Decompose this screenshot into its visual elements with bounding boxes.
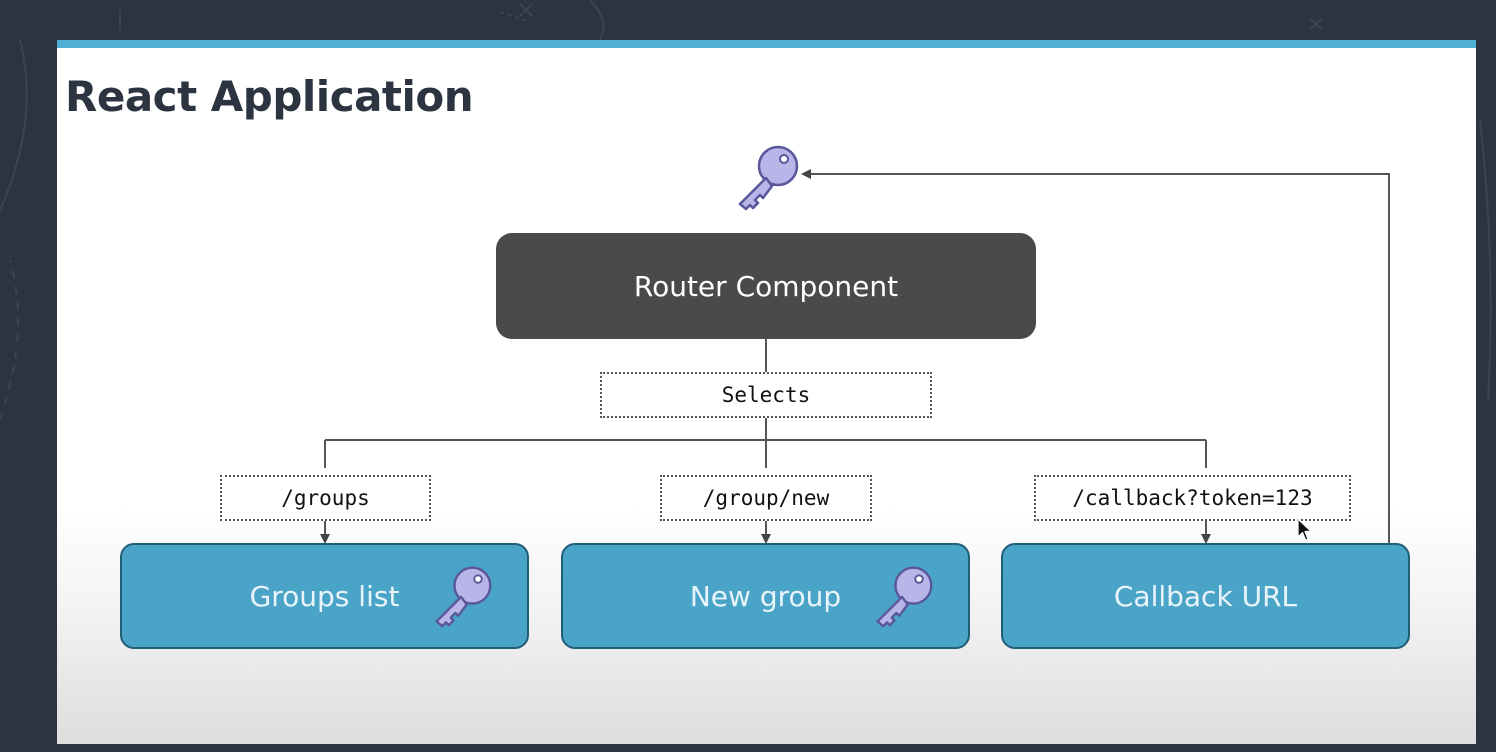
route-path-callback: /callback?token=123 <box>1034 475 1351 521</box>
selects-label-box: Selects <box>600 372 932 418</box>
selects-label: Selects <box>721 383 811 407</box>
router-component-box: Router Component <box>496 233 1036 339</box>
diagram-connectors <box>320 169 1390 544</box>
router-component-label: Router Component <box>633 269 899 303</box>
slide-title: React Application <box>65 72 474 121</box>
page-callback-url: Callback URL <box>1001 543 1410 649</box>
key-icon <box>738 145 799 211</box>
page-new-group: New group <box>561 543 970 649</box>
page-label: New group <box>689 579 842 613</box>
route-path-label: /callback?token=123 <box>1072 486 1313 510</box>
cursor-icon <box>1297 518 1312 541</box>
slide: React Application Router Component Selec… <box>57 40 1476 744</box>
arrow-callback-to-key <box>801 169 1390 543</box>
page-groups-list: Groups list <box>120 543 529 649</box>
key-icon <box>435 566 492 628</box>
route-path-group-new: /group/new <box>660 475 872 521</box>
key-icon <box>876 566 933 628</box>
page-label: Groups list <box>249 579 400 613</box>
route-path-label: /group/new <box>702 486 830 510</box>
route-path-groups: /groups <box>220 475 431 521</box>
page-label: Callback URL <box>1113 579 1298 613</box>
route-path-label: /groups <box>281 486 370 510</box>
